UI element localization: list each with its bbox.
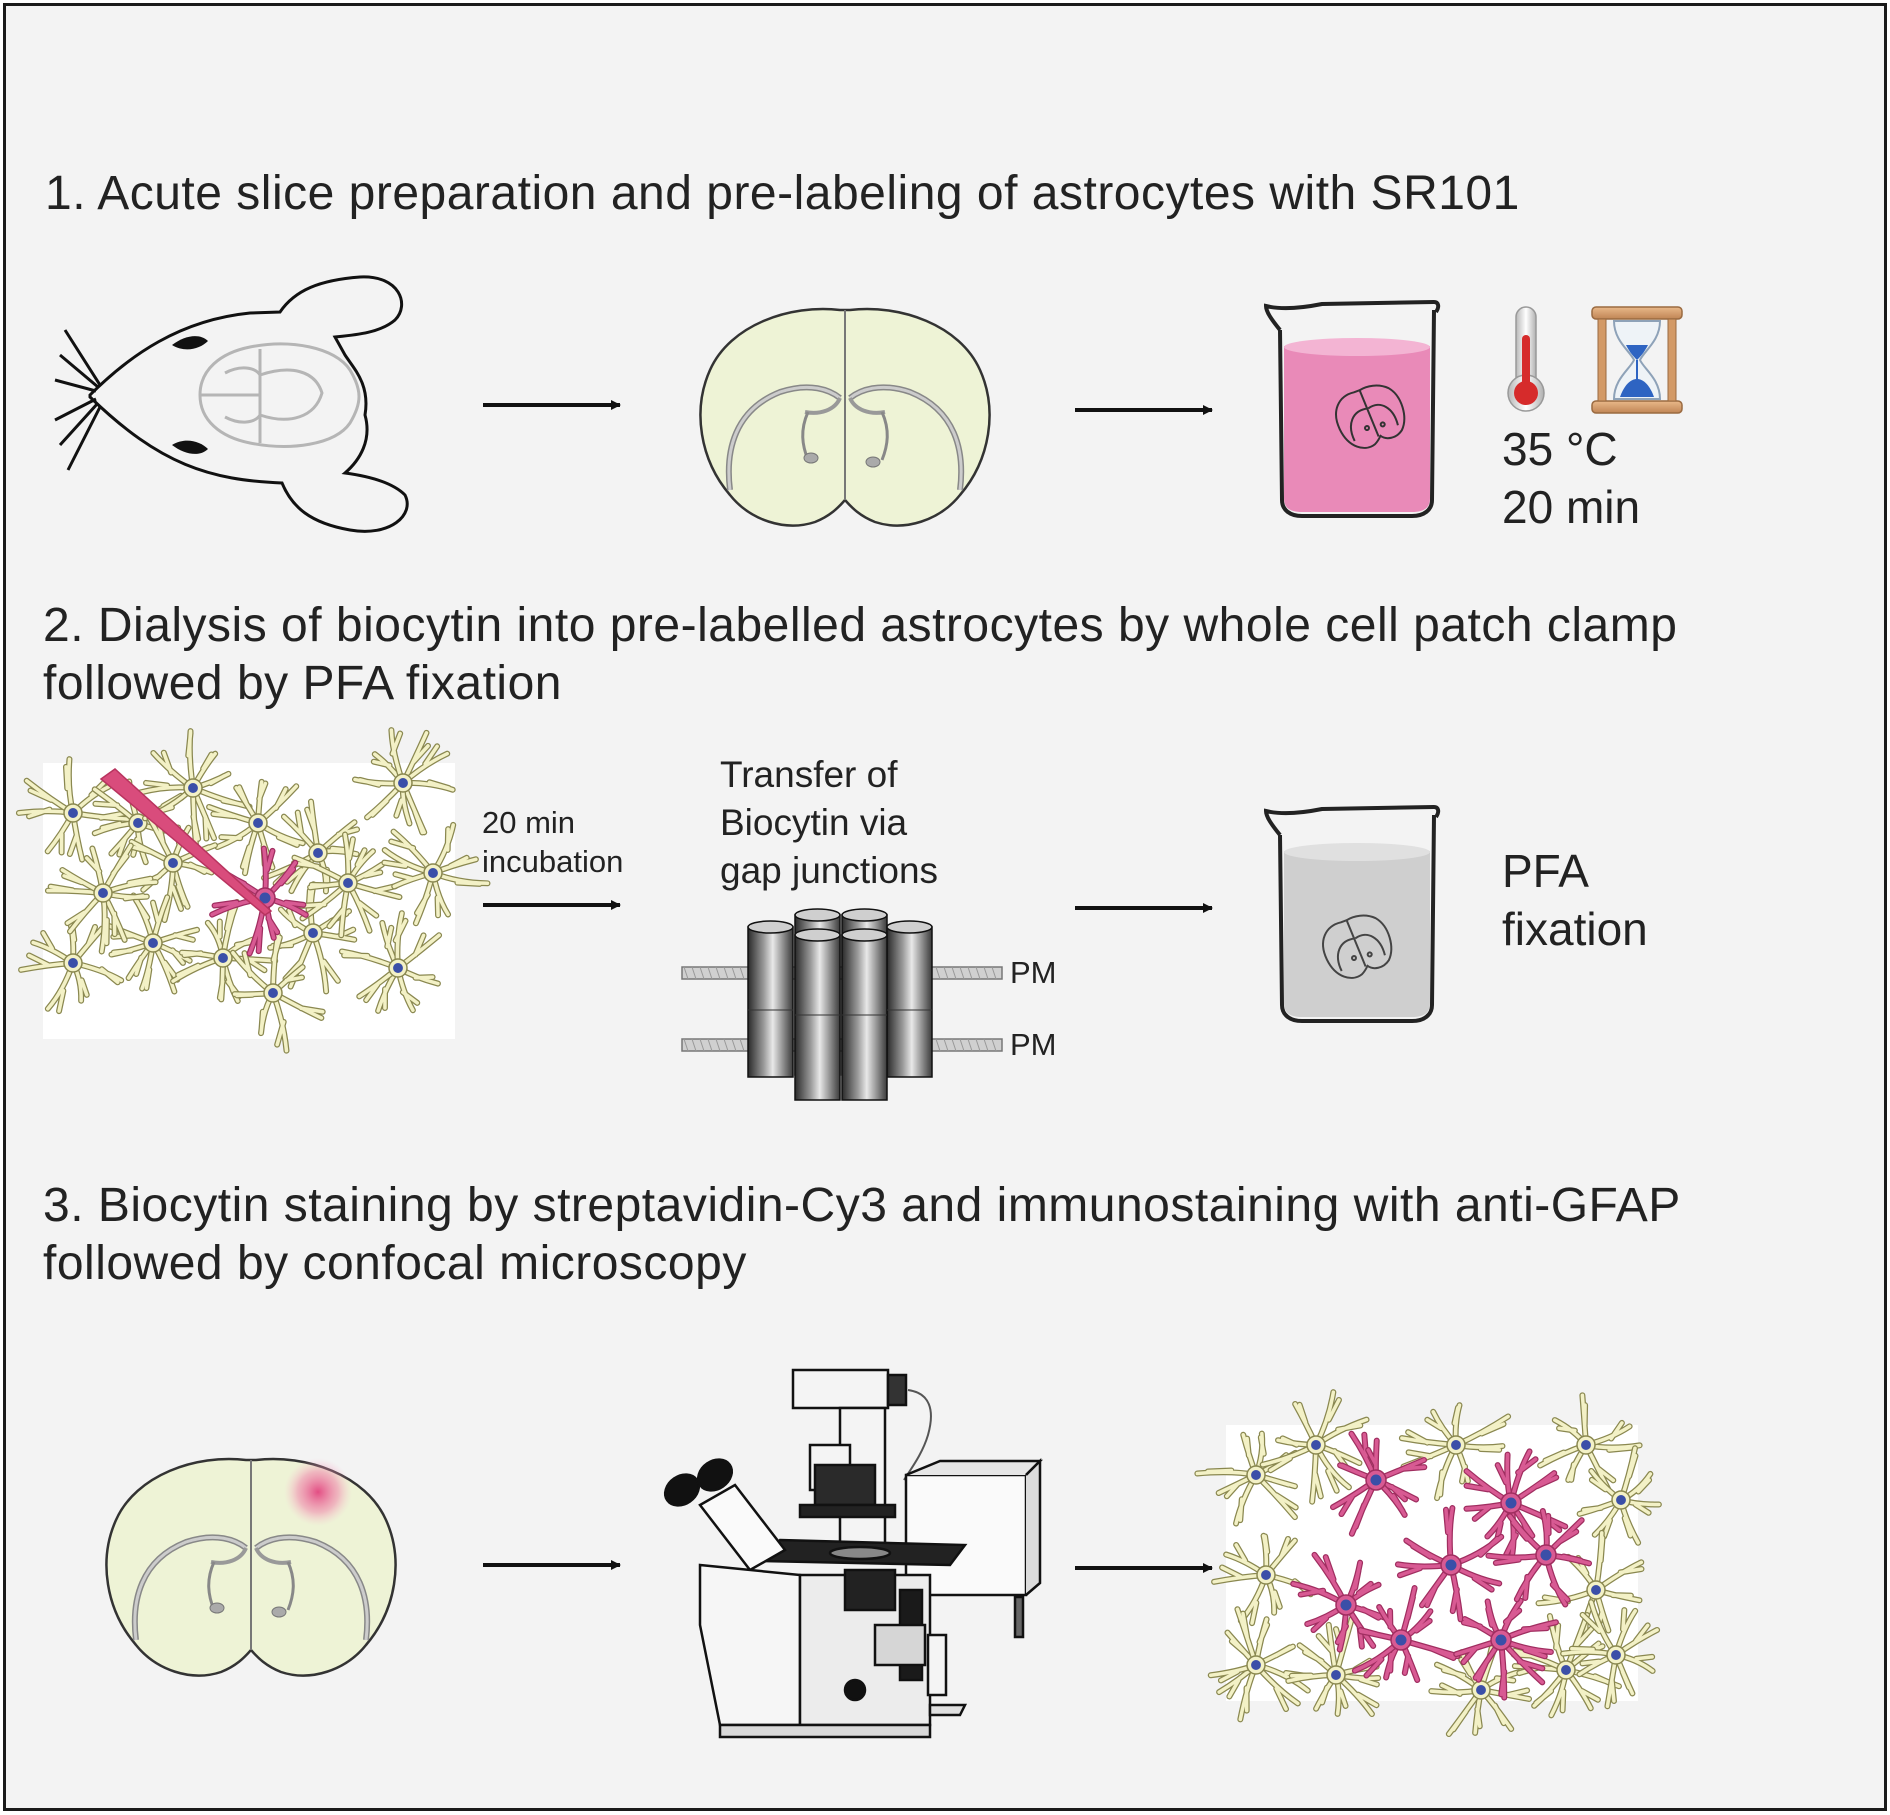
step2-title-line1: 2. Dialysis of biocytin into pre-labelle… bbox=[43, 599, 1678, 652]
astrocyte-cell bbox=[1560, 1599, 1661, 1710]
astrocyte-cell bbox=[44, 842, 159, 955]
fixation-label-line1: PFA bbox=[1502, 845, 1589, 897]
confocal-microscope bbox=[663, 1368, 1044, 1739]
astrocyte-cell bbox=[1330, 1430, 1428, 1537]
duration-label: 20 min bbox=[1502, 481, 1641, 533]
astrocyte-cell bbox=[351, 727, 456, 836]
hourglass-icon bbox=[1591, 306, 1683, 414]
astrocyte-cell bbox=[1576, 1445, 1662, 1546]
arrow-3a bbox=[483, 1560, 621, 1570]
step3-title-line1: 3. Biocytin staining by streptavidin-Cy3… bbox=[43, 1179, 1681, 1232]
incubation-label-line1: 20 min bbox=[482, 805, 576, 840]
sr101-beaker bbox=[1263, 299, 1441, 518]
astrocyte-cell bbox=[1453, 1597, 1559, 1701]
transfer-label-line2: Biocytin via bbox=[720, 802, 908, 843]
pfa-beaker bbox=[1263, 804, 1441, 1023]
step1-title: 1. Acute slice preparation and pre-label… bbox=[45, 167, 1520, 220]
astrocyte-cell bbox=[209, 845, 309, 957]
gap-junction-illustration bbox=[681, 908, 1003, 1101]
astrocyte-cell bbox=[1537, 1392, 1643, 1493]
thermometer-icon bbox=[1507, 306, 1545, 412]
brain-slice-illustration bbox=[699, 307, 991, 527]
astrocyte-cell bbox=[15, 756, 135, 863]
step2-title-line2: followed by PFA fixation bbox=[43, 657, 562, 710]
mouse-illustration bbox=[54, 275, 409, 533]
astrocyte-network-patch bbox=[15, 727, 491, 1054]
astrocyte-cell bbox=[1207, 1606, 1312, 1723]
stained-brain-slice bbox=[105, 1457, 397, 1677]
step3-title-line2: followed by confocal microscopy bbox=[43, 1237, 747, 1290]
membrane-label-bottom: PM bbox=[1010, 1027, 1057, 1062]
arrow-1a bbox=[483, 400, 621, 410]
astrocyte-cell bbox=[338, 910, 443, 1014]
arrow-1b bbox=[1075, 405, 1213, 415]
astrocyte-cell bbox=[1259, 1389, 1370, 1505]
astrocyte-cell bbox=[1394, 1505, 1505, 1623]
fixation-label-line2: fixation bbox=[1502, 903, 1648, 955]
transfer-label-line1: Transfer of bbox=[720, 754, 898, 795]
arrow-2b bbox=[1075, 903, 1213, 913]
astrocyte-cell bbox=[1485, 1507, 1593, 1608]
astrocyte-cell bbox=[103, 892, 201, 995]
temperature-label: 35 °C bbox=[1502, 423, 1618, 475]
astrocyte-cell bbox=[229, 932, 326, 1054]
astrocyte-cell bbox=[1290, 1551, 1391, 1653]
astrocyte-cell bbox=[1351, 1585, 1461, 1683]
membrane-label-top: PM bbox=[1010, 955, 1057, 990]
coupled-astrocyte-network bbox=[1194, 1389, 1662, 1738]
astrocyte-cell bbox=[137, 728, 253, 849]
incubation-label-line2: incubation bbox=[482, 844, 624, 879]
transfer-label-line3: gap junctions bbox=[720, 850, 939, 891]
arrow-3b bbox=[1075, 1563, 1213, 1573]
astrocyte-cell bbox=[381, 821, 491, 927]
arrow-2a bbox=[483, 900, 621, 910]
astrocyte-cell bbox=[1194, 1430, 1299, 1527]
